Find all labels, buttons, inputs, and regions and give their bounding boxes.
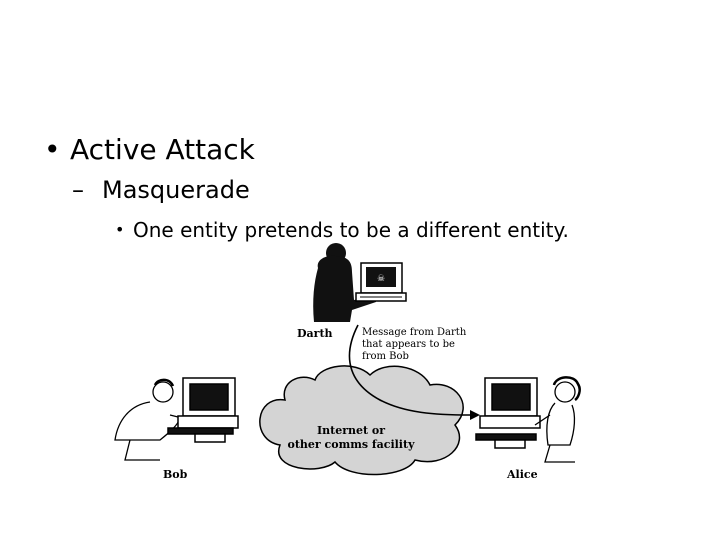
- svg-text:☠: ☠: [377, 274, 385, 284]
- bullet-marker: •: [115, 220, 125, 239]
- bullet-text-definition: One entity pretends to be a different en…: [133, 218, 569, 242]
- cloud-label-line-2: other comms facility: [288, 438, 416, 451]
- message-label: Message from Darth that appears to be fr…: [362, 327, 467, 362]
- darth-person-icon: [313, 243, 376, 322]
- bullet-level1: • Active Attack: [44, 133, 255, 166]
- alice-label: Alice: [506, 468, 538, 481]
- cloud-label-line-1: Internet or: [317, 424, 385, 437]
- cloud-icon: [259, 365, 464, 476]
- darth-label: Darth: [297, 327, 333, 340]
- bullet-level3: • One entity pretends to be a different e…: [115, 218, 569, 242]
- computer-icon: [167, 377, 239, 443]
- bob-label: Bob: [163, 468, 188, 481]
- alice-person-icon: [534, 376, 581, 463]
- bullet-marker: •: [44, 133, 61, 166]
- arrow-icon: [348, 324, 480, 420]
- bullet-text-masquerade: Masquerade: [102, 176, 250, 204]
- computer-icon: ☠: [355, 262, 407, 302]
- dash-marker: –: [72, 176, 84, 204]
- bullet-level2: –Masquerade: [72, 176, 250, 204]
- message-line-2: that appears to be: [362, 339, 455, 350]
- message-line-1: Message from Darth: [362, 327, 467, 338]
- computer-icon: [475, 377, 541, 449]
- bob-person-icon: [114, 378, 191, 461]
- message-line-3: from Bob: [362, 351, 409, 362]
- bullet-text-active-attack: Active Attack: [70, 133, 255, 166]
